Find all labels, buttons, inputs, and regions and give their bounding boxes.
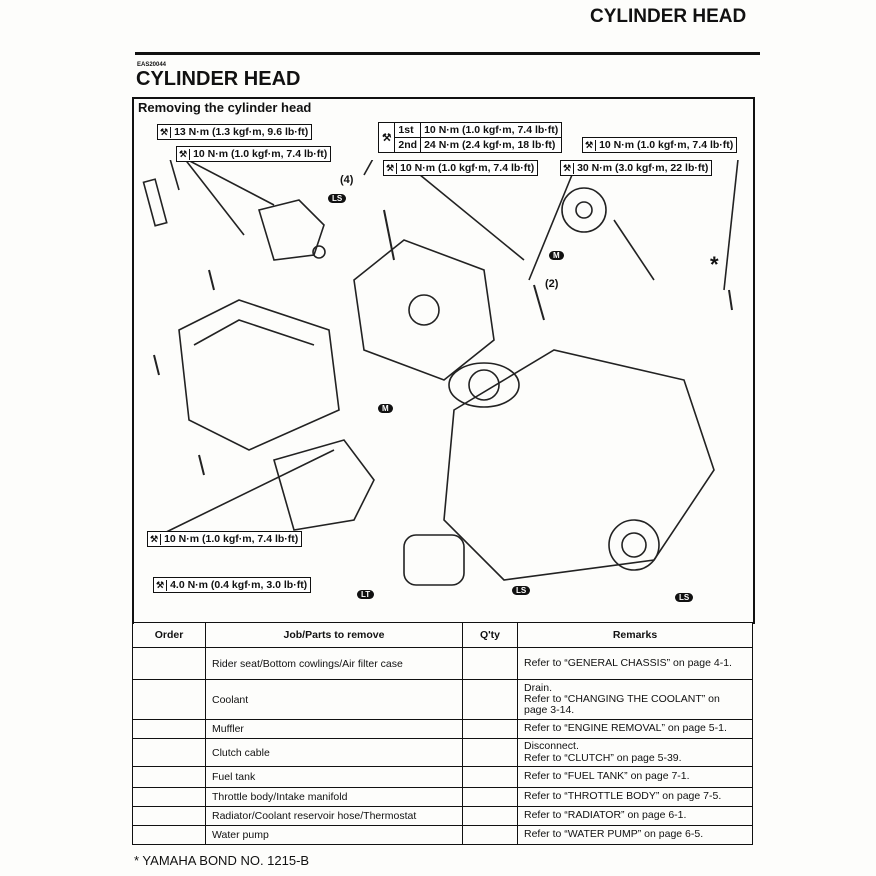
cell-order — [132, 806, 206, 826]
table-row: Coolant Drain. Refer to “CHANGING THE COO… — [132, 679, 753, 720]
thermostat-housing — [257, 199, 326, 261]
bracket-and-gasket — [273, 439, 465, 586]
torque-wrench-icon: ⚒ — [585, 140, 597, 151]
threadlock-lt-icon: LT — [357, 590, 375, 599]
torque-label: ⚒10 N·m (1.0 kgf·m, 7.4 lb·ft) — [582, 137, 738, 153]
cell-order — [132, 787, 206, 807]
lubricant-ls-icon: LS — [512, 586, 531, 595]
col-order: Order — [132, 622, 206, 648]
torque-wrench-icon: ⚒ — [179, 149, 191, 160]
torque-wrench-icon: ⚒ — [563, 163, 575, 174]
step-value: 10 N·m (1.0 kgf·m, 7.4 lb·ft) — [420, 122, 563, 138]
table-row: Throttle body/Intake manifold Refer to “T… — [132, 787, 753, 807]
cell-order — [132, 719, 206, 739]
torque-label: ⚒4.0 N·m (0.4 kgf·m, 3.0 lb·ft) — [153, 577, 312, 593]
cylinder-head — [353, 239, 495, 381]
cell-qty — [462, 679, 518, 720]
crankcase — [443, 349, 715, 581]
torque-wrench-icon: ⚒ — [150, 534, 162, 545]
col-qty: Q'ty — [462, 622, 518, 648]
cell-remarks: Refer to “RADIATOR” on page 6-1. — [517, 806, 753, 826]
torque-label: ⚒10 N·m (1.0 kgf·m, 7.4 lb·ft) — [176, 146, 332, 162]
table-row: Rider seat/Bottom cowlings/Air filter ca… — [132, 647, 753, 680]
torque-label: ⚒30 N·m (3.0 kgf·m, 22 lb·ft) — [560, 160, 713, 176]
cell-qty — [462, 806, 518, 826]
cell-order — [132, 679, 206, 720]
torque-label: ⚒13 N·m (1.3 kgf·m, 9.6 lb·ft) — [157, 124, 313, 140]
torque-value: 10 N·m (1.0 kgf·m, 7.4 lb·ft) — [193, 148, 328, 160]
bolts — [153, 209, 733, 476]
cell-remarks: Refer to “ENGINE REMOVAL” on page 5-1. — [517, 719, 753, 739]
cell-remarks: Refer to “THROTTLE BODY” on page 7-5. — [517, 787, 753, 807]
callout-leaders — [153, 160, 739, 539]
cell-job: Coolant — [205, 679, 463, 720]
torque-wrench-icon: ⚒ — [377, 122, 396, 153]
page-title: CYLINDER HEAD — [136, 68, 301, 90]
torque-label: ⚒10 N·m (1.0 kgf·m, 7.4 lb·ft) — [383, 160, 539, 176]
figure-subtitle: Removing the cylinder head — [138, 100, 312, 115]
lubricant-ls-icon: LS — [675, 593, 694, 602]
table-row: Radiator/Coolant reservoir hose/Thermost… — [132, 806, 753, 826]
torque-value: 10 N·m (1.0 kgf·m, 7.4 lb·ft) — [164, 533, 299, 545]
figure-box — [132, 97, 755, 624]
cell-order — [132, 738, 206, 767]
torque-value: 13 N·m (1.3 kgf·m, 9.6 lb·ft) — [174, 126, 309, 138]
torque-value: 4.0 N·m (0.4 kgf·m, 3.0 lb·ft) — [170, 579, 308, 591]
cell-remarks: Refer to “FUEL TANK” on page 7-1. — [517, 766, 753, 788]
torque-wrench-icon: ⚒ — [160, 127, 172, 138]
torque-value: 10 N·m (1.0 kgf·m, 7.4 lb·ft) — [599, 139, 734, 151]
cell-qty — [462, 825, 518, 845]
cell-remarks: Refer to “WATER PUMP” on page 6-5. — [517, 825, 753, 845]
cell-order — [132, 766, 206, 788]
cylinder-gasket — [448, 362, 520, 408]
cell-remarks: Drain. Refer to “CHANGING THE COOLANT” o… — [517, 679, 753, 720]
molybdenum-oil-icon: M — [378, 404, 393, 413]
exploded-engine-diagram — [142, 160, 739, 586]
part-marker: (4) — [340, 174, 354, 186]
table-row: Clutch cable Disconnect. Refer to “CLUTCH… — [132, 738, 753, 767]
torque-value: 30 N·m (3.0 kgf·m, 22 lb·ft) — [577, 162, 709, 174]
table-row: Water pump Refer to “WATER PUMP” on page … — [132, 825, 753, 845]
table-row: Muffler Refer to “ENGINE REMOVAL” on page… — [132, 719, 753, 739]
cell-qty — [462, 719, 518, 739]
cell-remarks: Disconnect. Refer to “CLUTCH” on page 5-… — [517, 738, 753, 767]
torque-value: 10 N·m (1.0 kgf·m, 7.4 lb·ft) — [400, 162, 535, 174]
part-marker: (2) — [545, 278, 559, 290]
cell-qty — [462, 787, 518, 807]
table-row: Fuel tank Refer to “FUEL TANK” on page 7-… — [132, 766, 753, 788]
step-value: 24 N·m (2.4 kgf·m, 18 lb·ft) — [420, 137, 563, 153]
header-rule — [135, 52, 760, 55]
molybdenum-oil-icon: M — [549, 251, 564, 260]
running-header: CYLINDER HEAD — [590, 6, 747, 27]
torque-wrench-icon: ⚒ — [156, 580, 168, 591]
step-label: 1st — [394, 122, 422, 138]
section-code: EAS20044 — [137, 62, 167, 68]
col-remarks: Remarks — [517, 622, 753, 648]
cell-qty — [462, 766, 518, 788]
cell-order — [132, 647, 206, 680]
step-label: 2nd — [394, 137, 422, 153]
cell-qty — [462, 647, 518, 680]
lubricant-ls-icon: LS — [328, 194, 347, 203]
cell-job: Clutch cable — [205, 738, 463, 767]
spark-plug — [142, 178, 168, 227]
cylinder-head-cover — [178, 299, 340, 451]
cell-remarks: Refer to “GENERAL CHASSIS” on page 4-1. — [517, 647, 753, 680]
camshaft-sprocket — [561, 187, 655, 281]
cell-job: Water pump — [205, 825, 463, 845]
col-job: Job/Parts to remove — [205, 622, 463, 648]
cell-order — [132, 825, 206, 845]
cell-job: Rider seat/Bottom cowlings/Air filter ca… — [205, 647, 463, 680]
cell-job: Throttle body/Intake manifold — [205, 787, 463, 807]
removal-table: Order Job/Parts to remove Q'ty Remarks R… — [132, 622, 753, 845]
torque-label: ⚒10 N·m (1.0 kgf·m, 7.4 lb·ft) — [147, 531, 303, 547]
torque-wrench-icon: ⚒ — [386, 163, 398, 174]
bond-marker: * — [710, 252, 719, 277]
cell-job: Muffler — [205, 719, 463, 739]
cell-qty — [462, 738, 518, 767]
cell-job: Radiator/Coolant reservoir hose/Thermost… — [205, 806, 463, 826]
cell-job: Fuel tank — [205, 766, 463, 788]
footnote: * YAMAHA BOND NO. 1215-B — [134, 853, 310, 868]
